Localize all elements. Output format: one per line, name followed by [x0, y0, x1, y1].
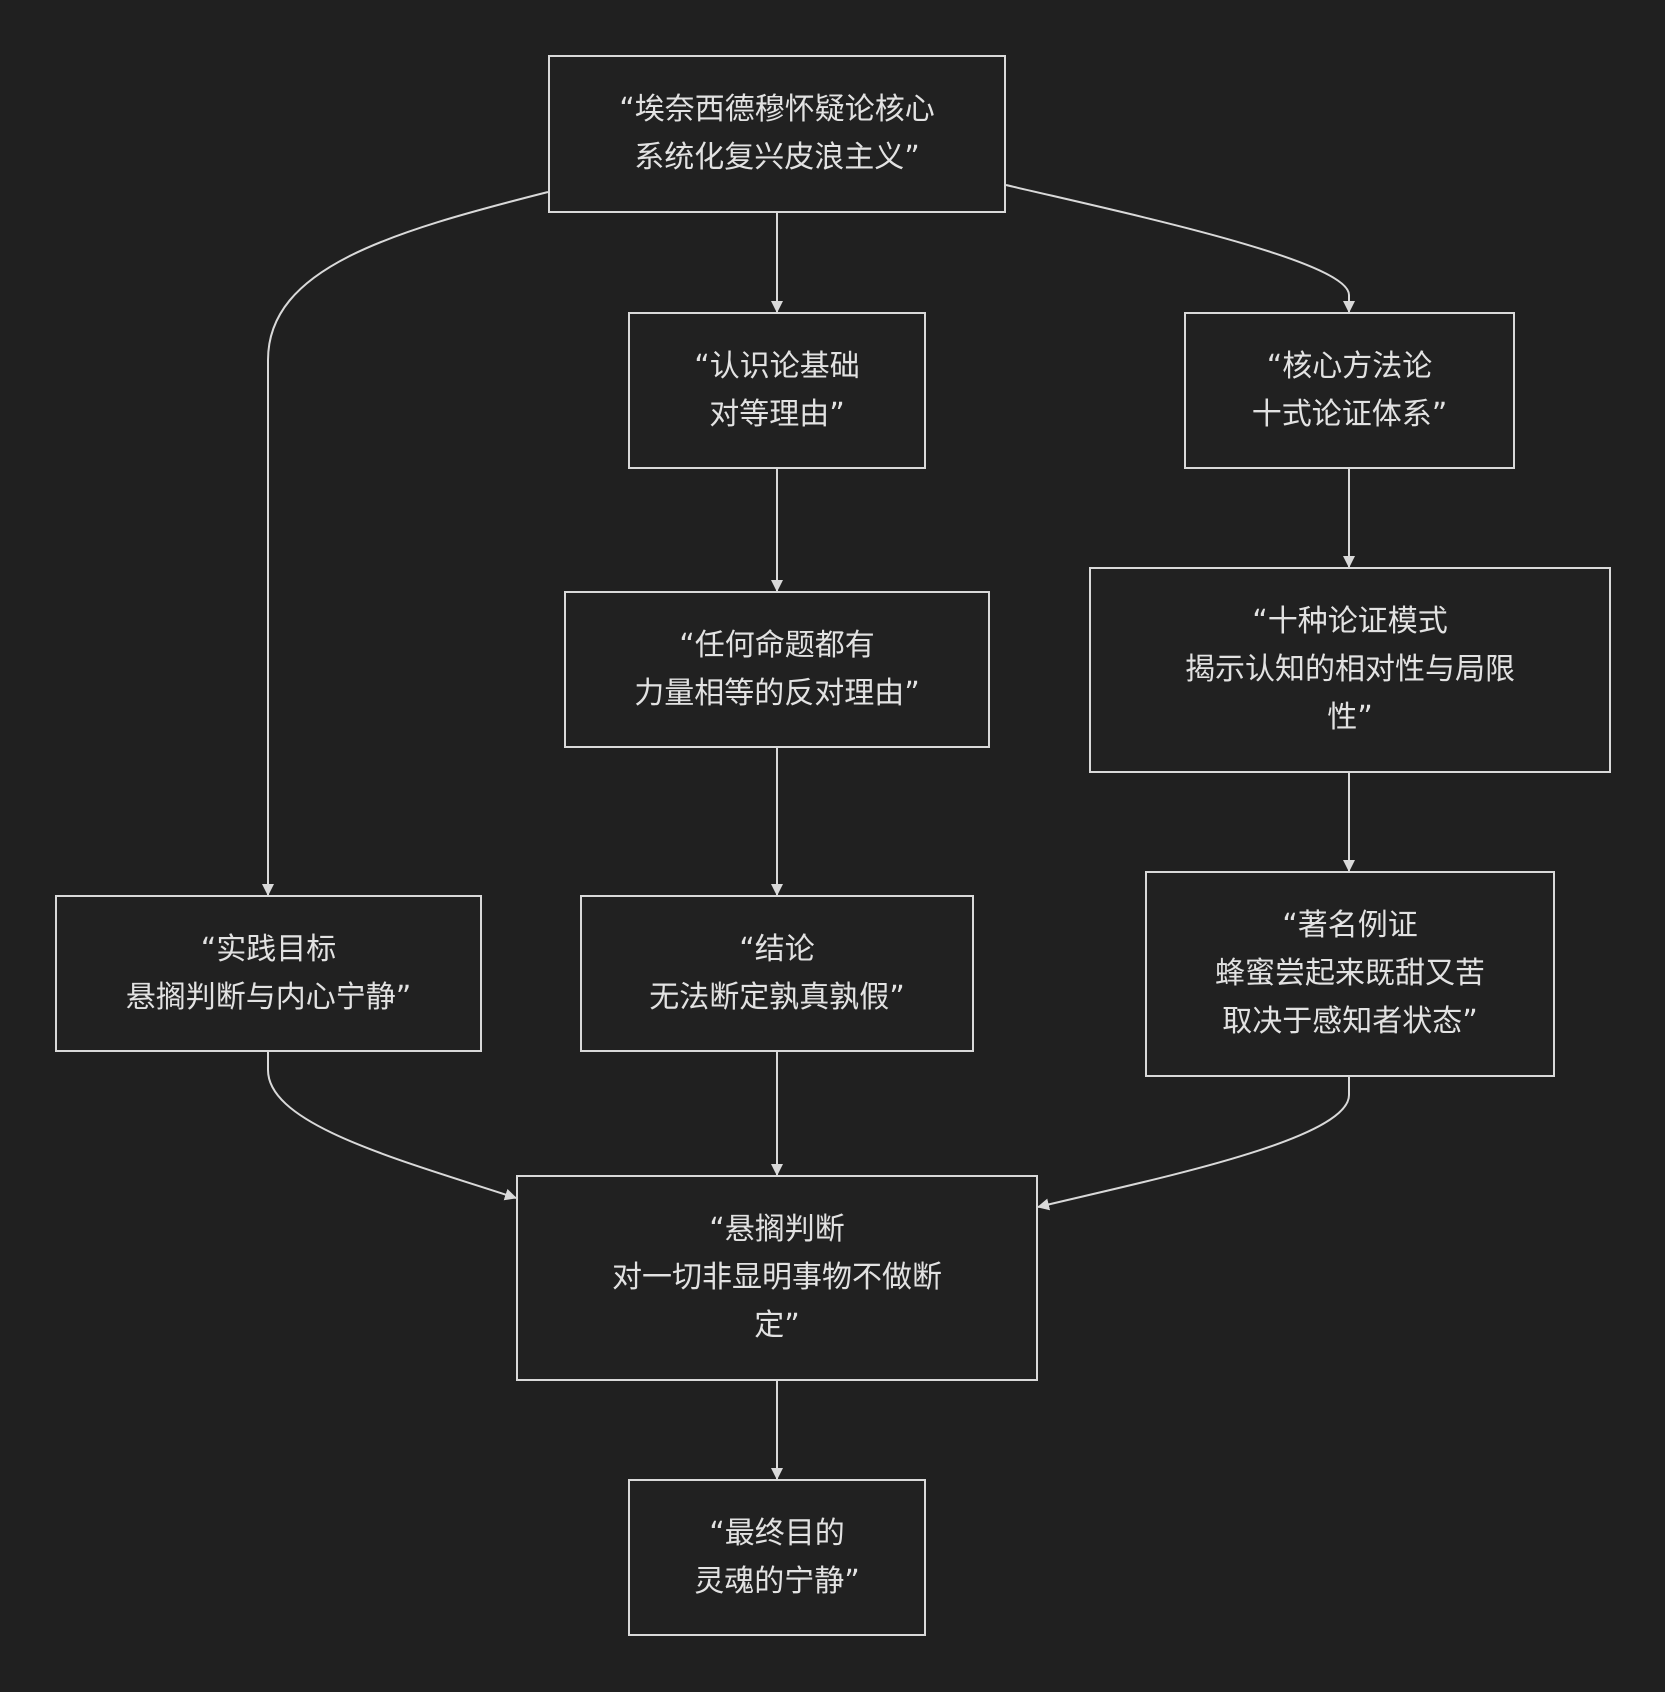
node-ten-modes-label: “十种论证模式 揭示认知的相对性与局限 性” — [1185, 604, 1515, 735]
node-conclusion-label: “结论 无法断定孰真孰假” — [649, 931, 905, 1015]
node-practical-goal: “实践目标 悬搁判断与内心宁静” — [55, 895, 482, 1052]
node-epistemology: “认识论基础 对等理由” — [628, 312, 926, 469]
node-practical-goal-label: “实践目标 悬搁判断与内心宁静” — [125, 931, 412, 1015]
node-epistemology-label: “认识论基础 对等理由” — [694, 348, 860, 432]
node-example: “著名例证 蜂蜜尝起来既甜又苦 取决于感知者状态” — [1145, 871, 1555, 1077]
node-opposing-reasons: “任何命题都有 力量相等的反对理由” — [564, 591, 990, 748]
node-conclusion: “结论 无法断定孰真孰假” — [580, 895, 974, 1052]
node-final-goal: “最终目的 灵魂的宁静” — [628, 1479, 926, 1636]
node-final-goal-label: “最终目的 灵魂的宁静” — [694, 1515, 860, 1599]
node-suspension-label: “悬搁判断 对一切非显明事物不做断 定” — [612, 1212, 942, 1343]
node-methodology-label: “核心方法论 十式论证体系” — [1251, 348, 1448, 432]
edge-example-to-suspension — [1037, 1077, 1350, 1211]
node-example-label: “著名例证 蜂蜜尝起来既甜又苦 取决于感知者状态” — [1215, 908, 1485, 1039]
edge-core-to-methodology — [1005, 184, 1355, 313]
node-methodology: “核心方法论 十式论证体系” — [1184, 312, 1515, 469]
node-opposing-reasons-label: “任何命题都有 力量相等的反对理由” — [634, 627, 920, 711]
node-core: “埃奈西德穆怀疑论核心 系统化复兴皮浪主义” — [548, 55, 1006, 213]
node-suspension: “悬搁判断 对一切非显明事物不做断 定” — [516, 1175, 1038, 1381]
edge-core-to-practical-goal — [262, 191, 549, 896]
edge-practical-goal-to-suspension — [267, 1052, 517, 1201]
node-core-label: “埃奈西德穆怀疑论核心 系统化复兴皮浪主义” — [619, 92, 935, 175]
node-ten-modes: “十种论证模式 揭示认知的相对性与局限 性” — [1089, 567, 1611, 773]
